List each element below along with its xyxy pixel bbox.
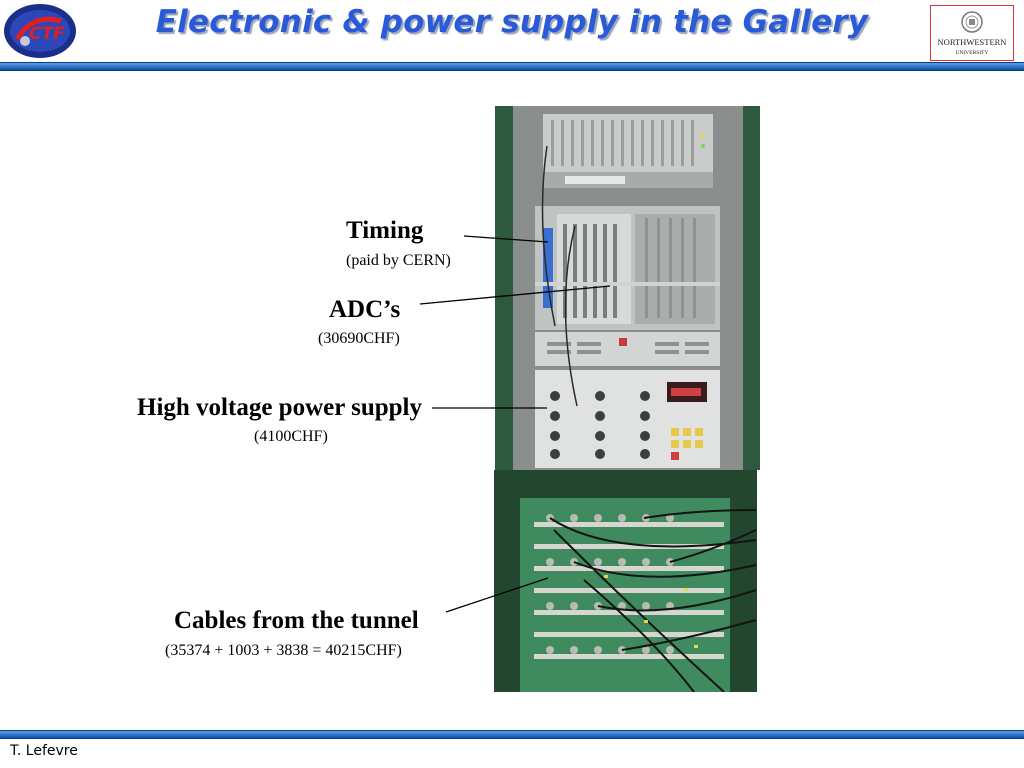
cables-label: Cables from the tunnel [174,607,419,634]
timing-label: Timing [346,217,424,244]
slide-title: Electronic & power supply in the Gallery [155,4,869,40]
cables-pointer [445,577,549,613]
svg-text:CTF: CTF [29,24,65,44]
adc-pointer [419,285,611,305]
header-divider [0,62,1024,71]
rack-photo [495,106,760,470]
hv-supply-label: High voltage power supply [137,394,422,421]
northwestern-logo: NORTHWESTERN UNIVERSITY [930,5,1014,61]
footer-divider [0,730,1024,739]
cables-cost: (35374 + 1003 + 3838 = 40215CHF) [165,642,402,659]
adc-cost: (30690CHF) [318,330,400,347]
svg-text:NORTHWESTERN: NORTHWESTERN [938,37,1007,47]
timing-cost: (paid by CERN) [346,252,451,269]
author-name: T. Lefevre [10,743,78,759]
adc-label: ADC’s [329,296,401,323]
cable-panel-photo [494,470,757,692]
svg-text:UNIVERSITY: UNIVERSITY [956,50,989,56]
hv-supply-cost: (4100CHF) [254,428,328,445]
timing-pointer [463,235,549,243]
ctf-logo: CTF [3,3,77,59]
